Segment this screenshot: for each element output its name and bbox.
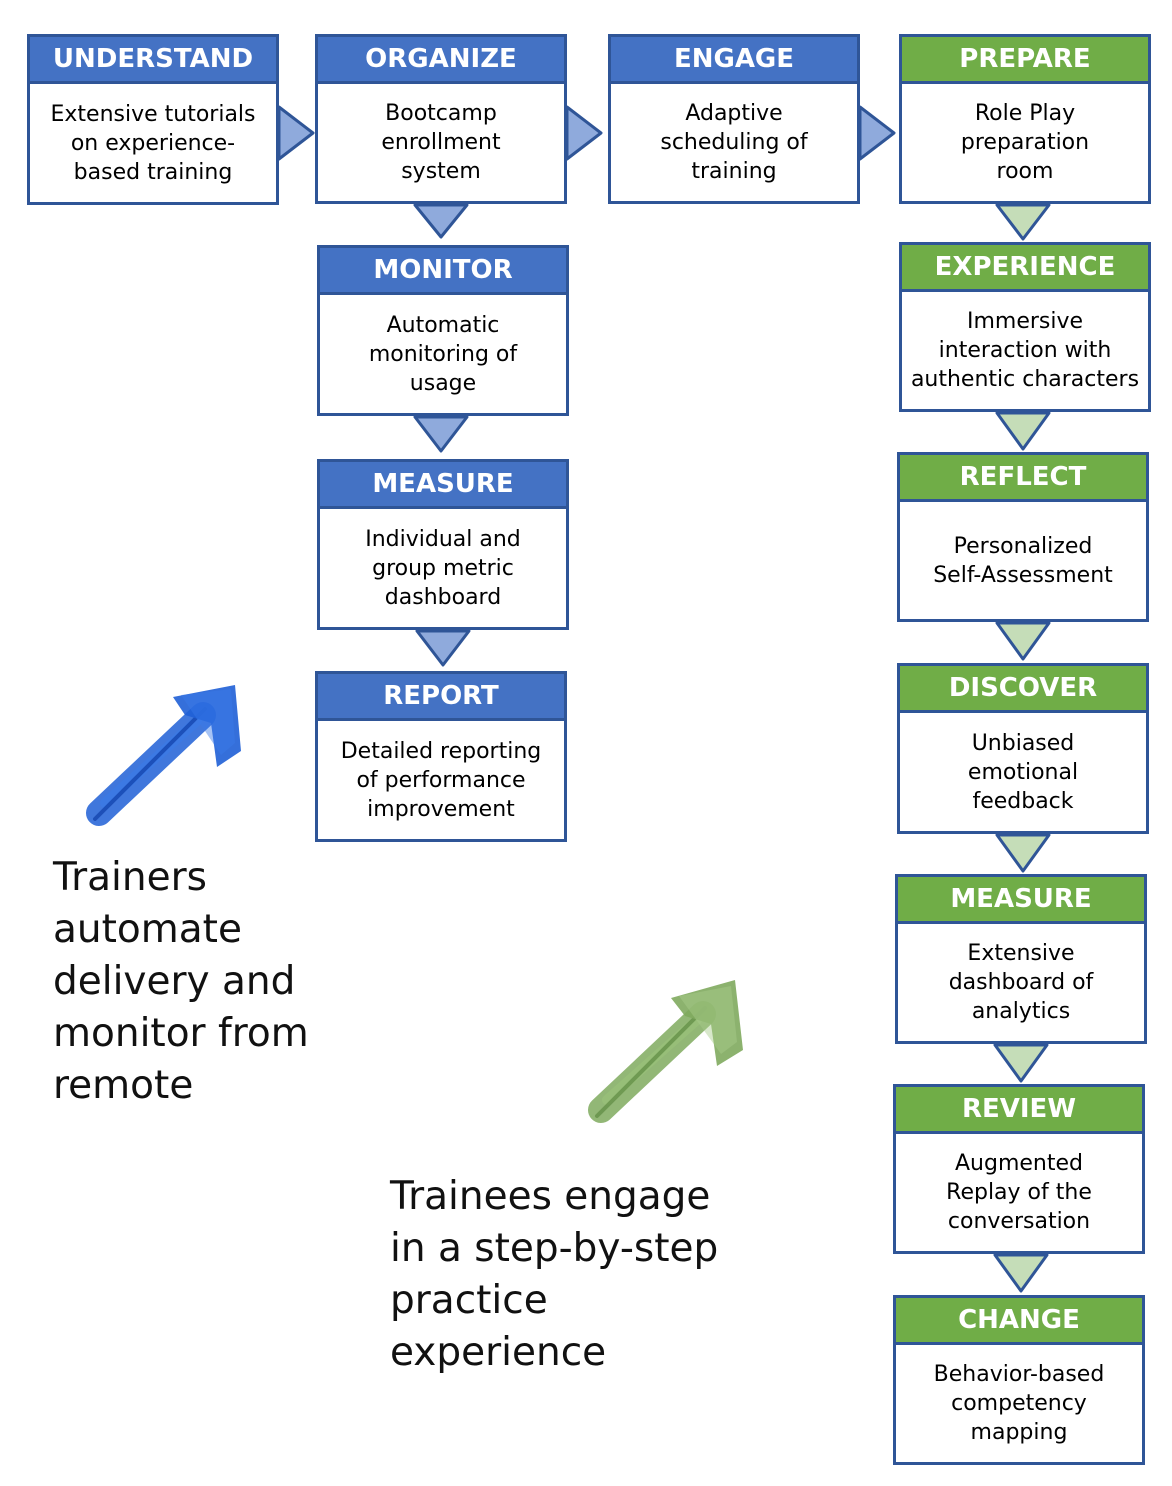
step-discover: DISCOVER Unbiased emotional feedback (897, 663, 1149, 834)
step-review: REVIEW Augmented Replay of the conversat… (893, 1084, 1145, 1254)
arrow-down-icon (413, 203, 469, 239)
trainers-caption: Trainers automate delivery and monitor f… (53, 855, 309, 1108)
step-engage: ENGAGE Adaptive scheduling of training (608, 34, 860, 204)
step-title: EXPERIENCE (902, 245, 1148, 292)
step-title: REVIEW (896, 1087, 1142, 1134)
step-title: ORGANIZE (318, 37, 564, 84)
step-description: Automatic monitoring of usage (368, 312, 518, 396)
arrow-down-icon (995, 411, 1051, 451)
arrow-down-icon (995, 621, 1051, 661)
step-prepare: PREPARE Role Play preparation room (899, 34, 1151, 204)
step-description: Personalized Self-Assessment (933, 533, 1113, 588)
step-description: Role Play preparation room (960, 101, 1090, 184)
step-monitor: MONITOR Automatic monitoring of usage (317, 245, 569, 416)
step-measure-trainee: MEASURE Extensive dashboard of analytics (895, 874, 1147, 1044)
arrow-down-icon (413, 415, 469, 453)
step-title: PREPARE (902, 37, 1148, 84)
step-reflect: REFLECT Personalized Self-Assessment (897, 452, 1149, 622)
step-title: CHANGE (896, 1298, 1142, 1345)
step-description: Immersive interaction with authentic cha… (910, 309, 1140, 392)
blue-scribble-arrow-icon (86, 685, 241, 826)
arrow-down-icon (995, 203, 1051, 241)
trainees-caption: Trainees engage in a step-by-step practi… (390, 1174, 719, 1375)
step-title: ENGAGE (611, 37, 857, 84)
step-experience: EXPERIENCE Immersive interaction with au… (899, 242, 1151, 412)
step-description: Behavior-based competency mapping (933, 1362, 1105, 1445)
step-title: MEASURE (320, 462, 566, 509)
arrow-down-icon (993, 1253, 1049, 1293)
step-description: Bootcamp enrollment system (381, 101, 501, 184)
arrow-right-icon (277, 105, 315, 161)
step-description: Extensive tutorials on experience- based… (50, 101, 256, 185)
step-title: UNDERSTAND (30, 37, 276, 84)
step-description: Extensive dashboard of analytics (948, 941, 1094, 1024)
step-report: REPORT Detailed reporting of performance… (315, 671, 567, 842)
step-change: CHANGE Behavior-based competency mapping (893, 1295, 1145, 1465)
step-title: MEASURE (898, 877, 1144, 924)
arrow-right-icon (858, 105, 896, 161)
step-description: Adaptive scheduling of training (660, 101, 808, 184)
step-title: DISCOVER (900, 666, 1146, 713)
step-understand: UNDERSTAND Extensive tutorials on experi… (27, 34, 279, 205)
arrow-right-icon (565, 105, 603, 161)
step-title: REFLECT (900, 455, 1146, 502)
green-scribble-arrow-icon (588, 980, 743, 1123)
arrow-down-icon (995, 833, 1051, 873)
step-title: MONITOR (320, 248, 566, 295)
step-description: Detailed reporting of performance improv… (340, 738, 542, 822)
step-title: REPORT (318, 674, 564, 721)
step-measure: MEASURE Individual and group metric dash… (317, 459, 569, 630)
arrow-down-icon (993, 1043, 1049, 1083)
step-organize: ORGANIZE Bootcamp enrollment system (315, 34, 567, 204)
step-description: Individual and group metric dashboard (365, 526, 521, 610)
step-description: Augmented Replay of the conversation (946, 1151, 1092, 1234)
arrow-down-icon (415, 629, 471, 667)
step-description: Unbiased emotional feedback (967, 730, 1079, 814)
